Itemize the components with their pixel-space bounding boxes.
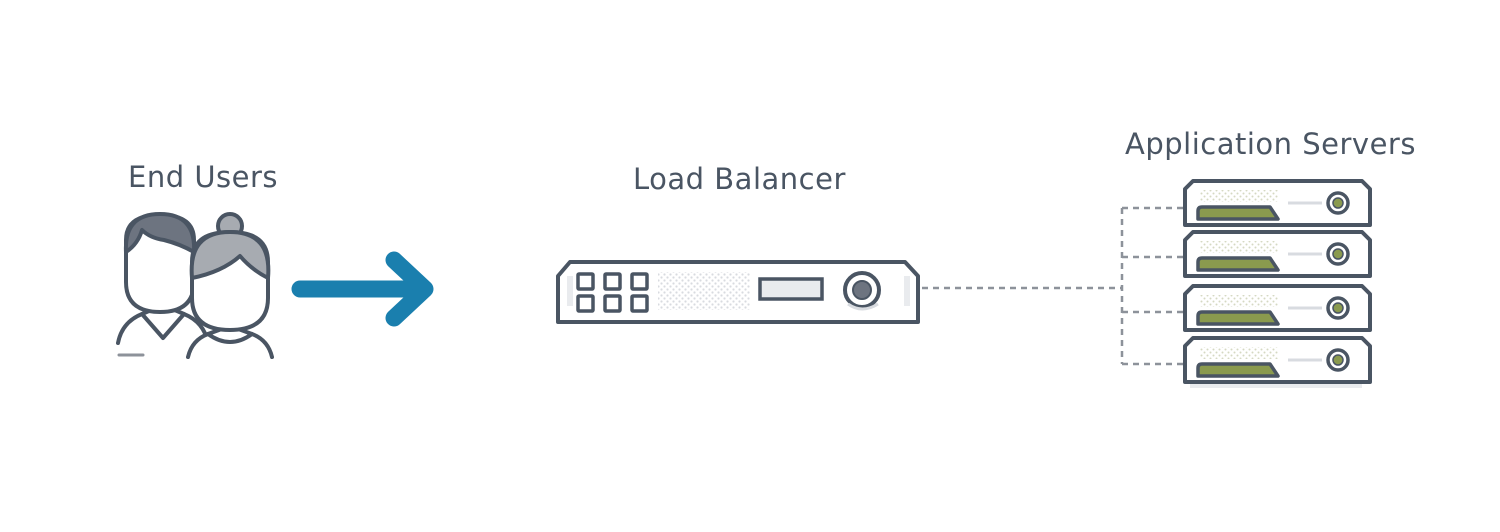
server-unit — [1183, 179, 1372, 227]
connector-lines — [922, 206, 1183, 366]
rack-shadow — [1190, 384, 1362, 388]
arrow-right-icon — [291, 251, 434, 327]
server-unit — [1183, 230, 1372, 278]
application-servers-label: Application Servers — [1125, 127, 1416, 161]
load-balancer-label: Load Balancer — [633, 162, 846, 196]
load-balancer-icon — [556, 260, 920, 324]
server-rack-icon — [1183, 179, 1372, 388]
server-unit — [1183, 336, 1372, 384]
end-users-label: End Users — [128, 160, 279, 194]
server-unit — [1183, 284, 1372, 332]
users-icon — [116, 212, 274, 359]
